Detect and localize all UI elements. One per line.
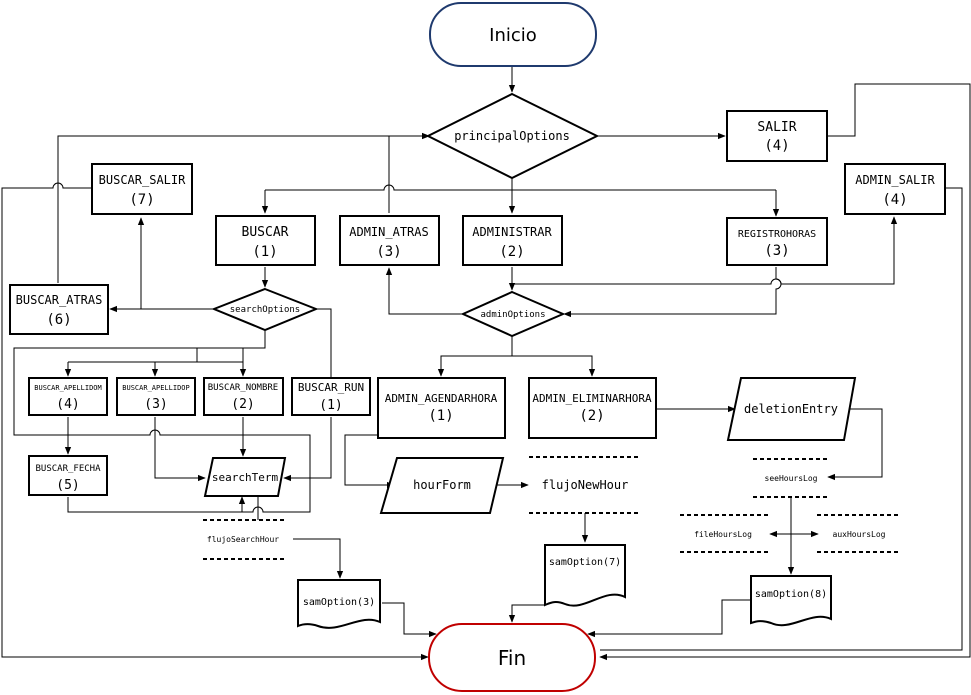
admin-agendarhora-box: ADMIN_AGENDARHORA (1) xyxy=(377,377,506,439)
buscar-apellidom-name: BUSCAR_APELLIDOM xyxy=(34,384,101,392)
edge-admin-adminsalir xyxy=(512,216,898,285)
principal-options-decision: principalOptions xyxy=(425,92,600,180)
buscar-run-name: BUSCAR_RUN xyxy=(298,381,364,394)
edge-agendar-hourform xyxy=(344,434,395,489)
buscar-fecha-num: (5) xyxy=(56,478,79,493)
buscar-fecha-name: BUSCAR_FECHA xyxy=(35,464,101,474)
edge-fecha-searchterm xyxy=(67,496,246,513)
buscar-name: BUSCAR xyxy=(242,225,289,240)
registro-horas-name: REGISTROHORAS xyxy=(738,229,816,240)
sam-option-8-document: samOption(8) xyxy=(750,575,832,627)
edge-sam3-fin xyxy=(382,602,437,638)
flujo-search-hour-label: flujoSearchHour xyxy=(207,535,279,544)
edge-apellidop-searchterm xyxy=(154,417,206,482)
admin-eliminarhora-box: ADMIN_ELIMINARHORA (2) xyxy=(528,377,657,439)
file-hours-log-label: fileHoursLog xyxy=(694,530,752,539)
buscar-atras-name: BUSCAR_ATRAS xyxy=(16,293,103,307)
start-node: Inicio xyxy=(429,2,597,67)
search-term-label: searchTerm xyxy=(212,471,279,484)
edge-salir-fin xyxy=(599,83,971,661)
buscar-num: (1) xyxy=(252,244,277,260)
buscar-apellidom-num: (4) xyxy=(56,397,79,412)
salir-name: SALIR xyxy=(757,120,796,135)
administrar-num: (2) xyxy=(499,244,524,260)
admin-atras-name: ADMIN_ATRAS xyxy=(349,225,428,239)
edge-split-horizontal xyxy=(265,184,776,191)
principal-options-label: principalOptions xyxy=(454,129,570,143)
buscar-apellidop-num: (3) xyxy=(144,397,167,412)
edge-run-searchterm xyxy=(283,417,332,482)
start-label: Inicio xyxy=(489,25,537,46)
edge-deletion-seehours xyxy=(827,408,883,481)
sam-option-3-document: samOption(3) xyxy=(297,579,381,629)
registro-horas-box: REGISTROHORAS (3) xyxy=(726,217,828,266)
search-options-decision: searchOptions xyxy=(211,287,319,332)
admin-eliminarhora-name: ADMIN_ELIMINARHORA xyxy=(532,392,652,405)
buscar-apellidom-box: BUSCAR_APELLIDOM (4) xyxy=(28,377,108,416)
deletion-entry-label: deletionEntry xyxy=(744,402,838,416)
salir-num: (4) xyxy=(764,138,789,154)
edge-adminsalir-fin xyxy=(600,187,963,651)
edge-adminoptions-down xyxy=(437,336,513,377)
aux-hours-log-label: auxHoursLog xyxy=(833,530,886,539)
edge-buscarsalir-fin xyxy=(1,182,429,661)
edge-search-down xyxy=(196,331,266,362)
admin-options-decision: adminOptions xyxy=(460,290,566,338)
buscar-nombre-num: (2) xyxy=(231,397,254,412)
buscar-salir-name: BUSCAR_SALIR xyxy=(99,173,186,187)
sam-option-8-label: samOption(8) xyxy=(755,589,827,600)
admin-options-label: adminOptions xyxy=(480,310,545,320)
edge-search-buscarrun xyxy=(316,308,335,386)
admin-agendarhora-num: (1) xyxy=(428,408,453,424)
buscar-fecha-box: BUSCAR_FECHA (5) xyxy=(28,455,108,496)
buscar-nombre-box: BUSCAR_NOMBRE (2) xyxy=(203,377,284,416)
buscar-atras-box: BUSCAR_ATRAS (6) xyxy=(9,284,109,335)
buscar-salir-num: (7) xyxy=(129,192,154,208)
edge-store-sam3 xyxy=(293,538,344,579)
buscar-box: BUSCAR (1) xyxy=(215,215,316,266)
sam-option-7-document: samOption(7) xyxy=(544,544,626,607)
buscar-atras-num: (6) xyxy=(46,312,71,328)
sam-option-3-label: samOption(3) xyxy=(303,597,375,608)
admin-eliminarhora-num: (2) xyxy=(579,408,604,424)
admin-agendarhora-name: ADMIN_AGENDARHORA xyxy=(385,392,498,405)
buscar-apellidop-name: BUSCAR_APELLIDOP xyxy=(122,384,189,392)
admin-atras-num: (3) xyxy=(376,244,401,260)
buscar-run-box: BUSCAR_RUN (1) xyxy=(291,377,371,416)
flujo-new-hour-label: flujoNewHour xyxy=(542,478,629,492)
buscar-run-num: (1) xyxy=(319,398,342,413)
search-term-input: searchTerm xyxy=(203,457,287,497)
edge-sam8-fin xyxy=(587,599,751,638)
edge-buscaratras-principal xyxy=(57,132,430,283)
buscar-salir-box: BUSCAR_SALIR (7) xyxy=(91,163,193,215)
administrar-name: ADMINISTRAR xyxy=(472,225,552,239)
hour-form-input: hourForm xyxy=(379,457,505,514)
administrar-box: ADMINISTRAR (2) xyxy=(462,215,563,266)
edge-registro-adminoptions xyxy=(563,267,782,318)
admin-salir-name: ADMIN_SALIR xyxy=(855,173,935,187)
end-label: Fin xyxy=(498,646,526,670)
registro-horas-num: (3) xyxy=(764,243,789,259)
see-hours-log-label: seeHoursLog xyxy=(765,474,818,483)
edges xyxy=(1,67,971,661)
edge-admin-adminatras xyxy=(385,267,462,315)
edge-search-loop xyxy=(13,347,311,513)
deletion-entry-input: deletionEntry xyxy=(726,377,857,441)
end-node: Fin xyxy=(428,623,596,692)
search-options-label: searchOptions xyxy=(230,305,300,315)
edge-adminoptions-eliminar xyxy=(512,355,596,377)
buscar-apellidop-box: BUSCAR_APELLIDOP (3) xyxy=(116,377,196,416)
sam-option-7-label: samOption(7) xyxy=(549,557,621,568)
admin-atras-box: ADMIN_ATRAS (3) xyxy=(339,215,440,266)
salir-box: SALIR (4) xyxy=(726,110,828,162)
admin-salir-box: ADMIN_SALIR (4) xyxy=(844,163,946,215)
admin-salir-num: (4) xyxy=(882,192,907,208)
buscar-nombre-name: BUSCAR_NOMBRE xyxy=(208,383,278,393)
edge-sam7-fin xyxy=(508,604,545,623)
hour-form-label: hourForm xyxy=(413,478,471,492)
edge-adminatras-principal xyxy=(388,132,430,213)
